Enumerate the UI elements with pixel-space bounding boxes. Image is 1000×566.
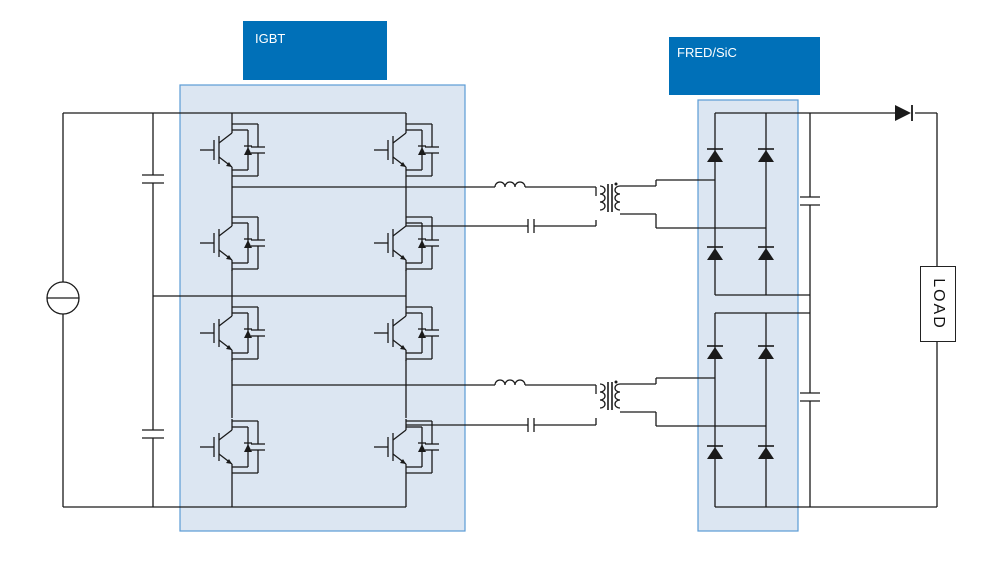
fred-sic-label: FRED/SiC	[677, 45, 737, 60]
output-diode	[895, 105, 913, 121]
load-box: LOAD	[920, 266, 956, 342]
wiring	[62, 112, 938, 508]
fred-region	[697, 99, 799, 532]
igbt-label: IGBT	[255, 31, 286, 46]
igbt-region	[179, 84, 466, 532]
transformer	[599, 379, 621, 411]
load-label: LOAD	[930, 278, 947, 330]
fred-label-bar: FRED/SiC	[669, 37, 820, 95]
igbt-label-bar: IGBT	[243, 21, 387, 80]
transformer	[599, 181, 621, 213]
